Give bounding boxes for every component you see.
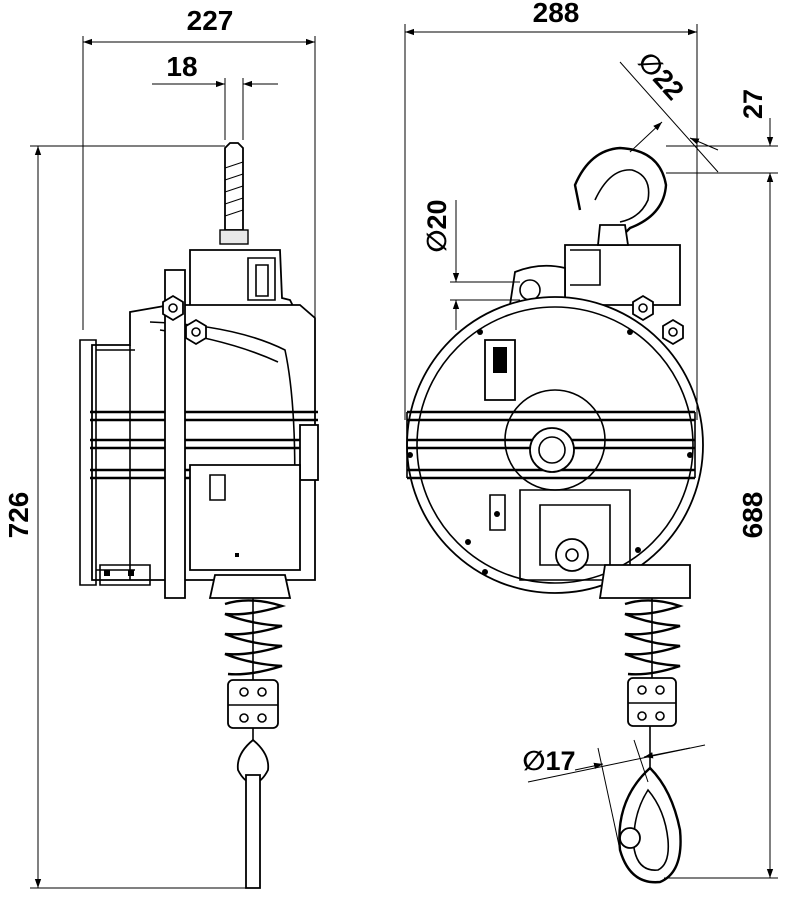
dim-snap-hook-diameter: ∅17 — [522, 746, 575, 776]
dim-width-side: 227 — [187, 5, 234, 36]
dim-hook-width: 18 — [166, 51, 197, 82]
dim-hook-diameter: ∅22 — [632, 46, 690, 106]
side-view — [79, 142, 319, 889]
dim-width-front: 288 — [533, 0, 580, 28]
dim-height-front: 688 — [737, 492, 768, 539]
dim-hook-offset: 27 — [738, 89, 768, 119]
front-view — [406, 146, 704, 884]
dim-eye-diameter: ∅20 — [422, 199, 452, 252]
dimension-lines — [30, 24, 778, 889]
dim-height-side: 726 — [3, 492, 34, 539]
